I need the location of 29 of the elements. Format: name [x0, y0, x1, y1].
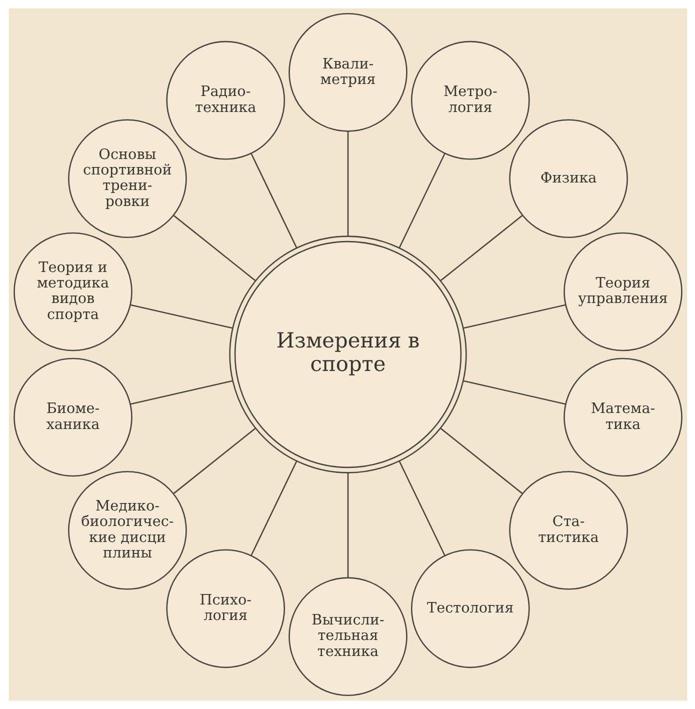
- node-circle: Квали- метрия: [288, 13, 407, 132]
- node-circle: Матема- тика: [563, 358, 682, 477]
- node-circle: Метро- логия: [410, 40, 530, 160]
- connector: [398, 153, 445, 248]
- connector: [462, 304, 566, 329]
- node-circle: Радио- техника: [166, 40, 285, 160]
- connector: [173, 428, 256, 494]
- connector: [398, 460, 445, 556]
- node-circle: Теория и методика видов спорта: [13, 232, 132, 352]
- connector: [440, 215, 522, 281]
- node-circle: Тестология: [410, 549, 530, 668]
- node-circle: Физика: [508, 119, 628, 238]
- node-circle: Измерения в спорте: [228, 236, 466, 474]
- node-circle: Основы спортивной трени- ровки: [68, 119, 186, 238]
- node-circle: Вычисли- тельная техника: [288, 577, 407, 696]
- node-circle: Биоме- ханика: [13, 358, 132, 477]
- connector: [173, 215, 256, 281]
- node-circle: Медико- биологичес- кие дисци плины: [68, 470, 186, 590]
- connector: [250, 460, 297, 556]
- node-circle: Психо- логия: [166, 549, 285, 668]
- connector: [250, 153, 297, 248]
- connector: [346, 472, 348, 578]
- connector: [130, 304, 232, 329]
- node-circle: Ста- тистика: [508, 470, 628, 590]
- connector: [462, 380, 566, 405]
- connector: [346, 131, 348, 236]
- node-circle: Теория управления: [563, 232, 682, 352]
- connector: [130, 380, 232, 405]
- connector: [440, 428, 522, 494]
